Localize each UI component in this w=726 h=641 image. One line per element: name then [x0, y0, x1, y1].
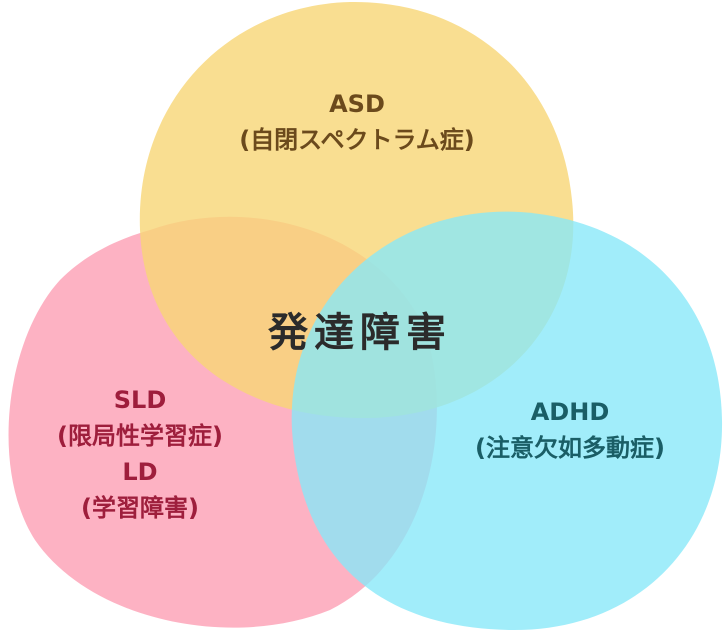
sld-name: SLD: [113, 386, 167, 414]
asd-label: ASD (自閉スペクトラム症): [157, 86, 557, 158]
ld-name: LD: [122, 458, 158, 486]
adhd-full-name: (注意欠如多動症): [475, 434, 665, 462]
sld-full-name: (限局性学習症): [57, 422, 223, 450]
adhd-circle: [291, 211, 723, 631]
asd-name: ASD: [329, 90, 385, 118]
adhd-name: ADHD: [530, 398, 610, 426]
asd-full-name: (自閉スペクトラム症): [239, 126, 475, 154]
ld-full-name: (学習障害): [81, 494, 199, 522]
adhd-label: ADHD (注意欠如多動症): [420, 394, 720, 466]
center-label: 発達障害: [268, 310, 452, 356]
sld-label: SLD (限局性学習症) LD (学習障害): [0, 382, 280, 526]
